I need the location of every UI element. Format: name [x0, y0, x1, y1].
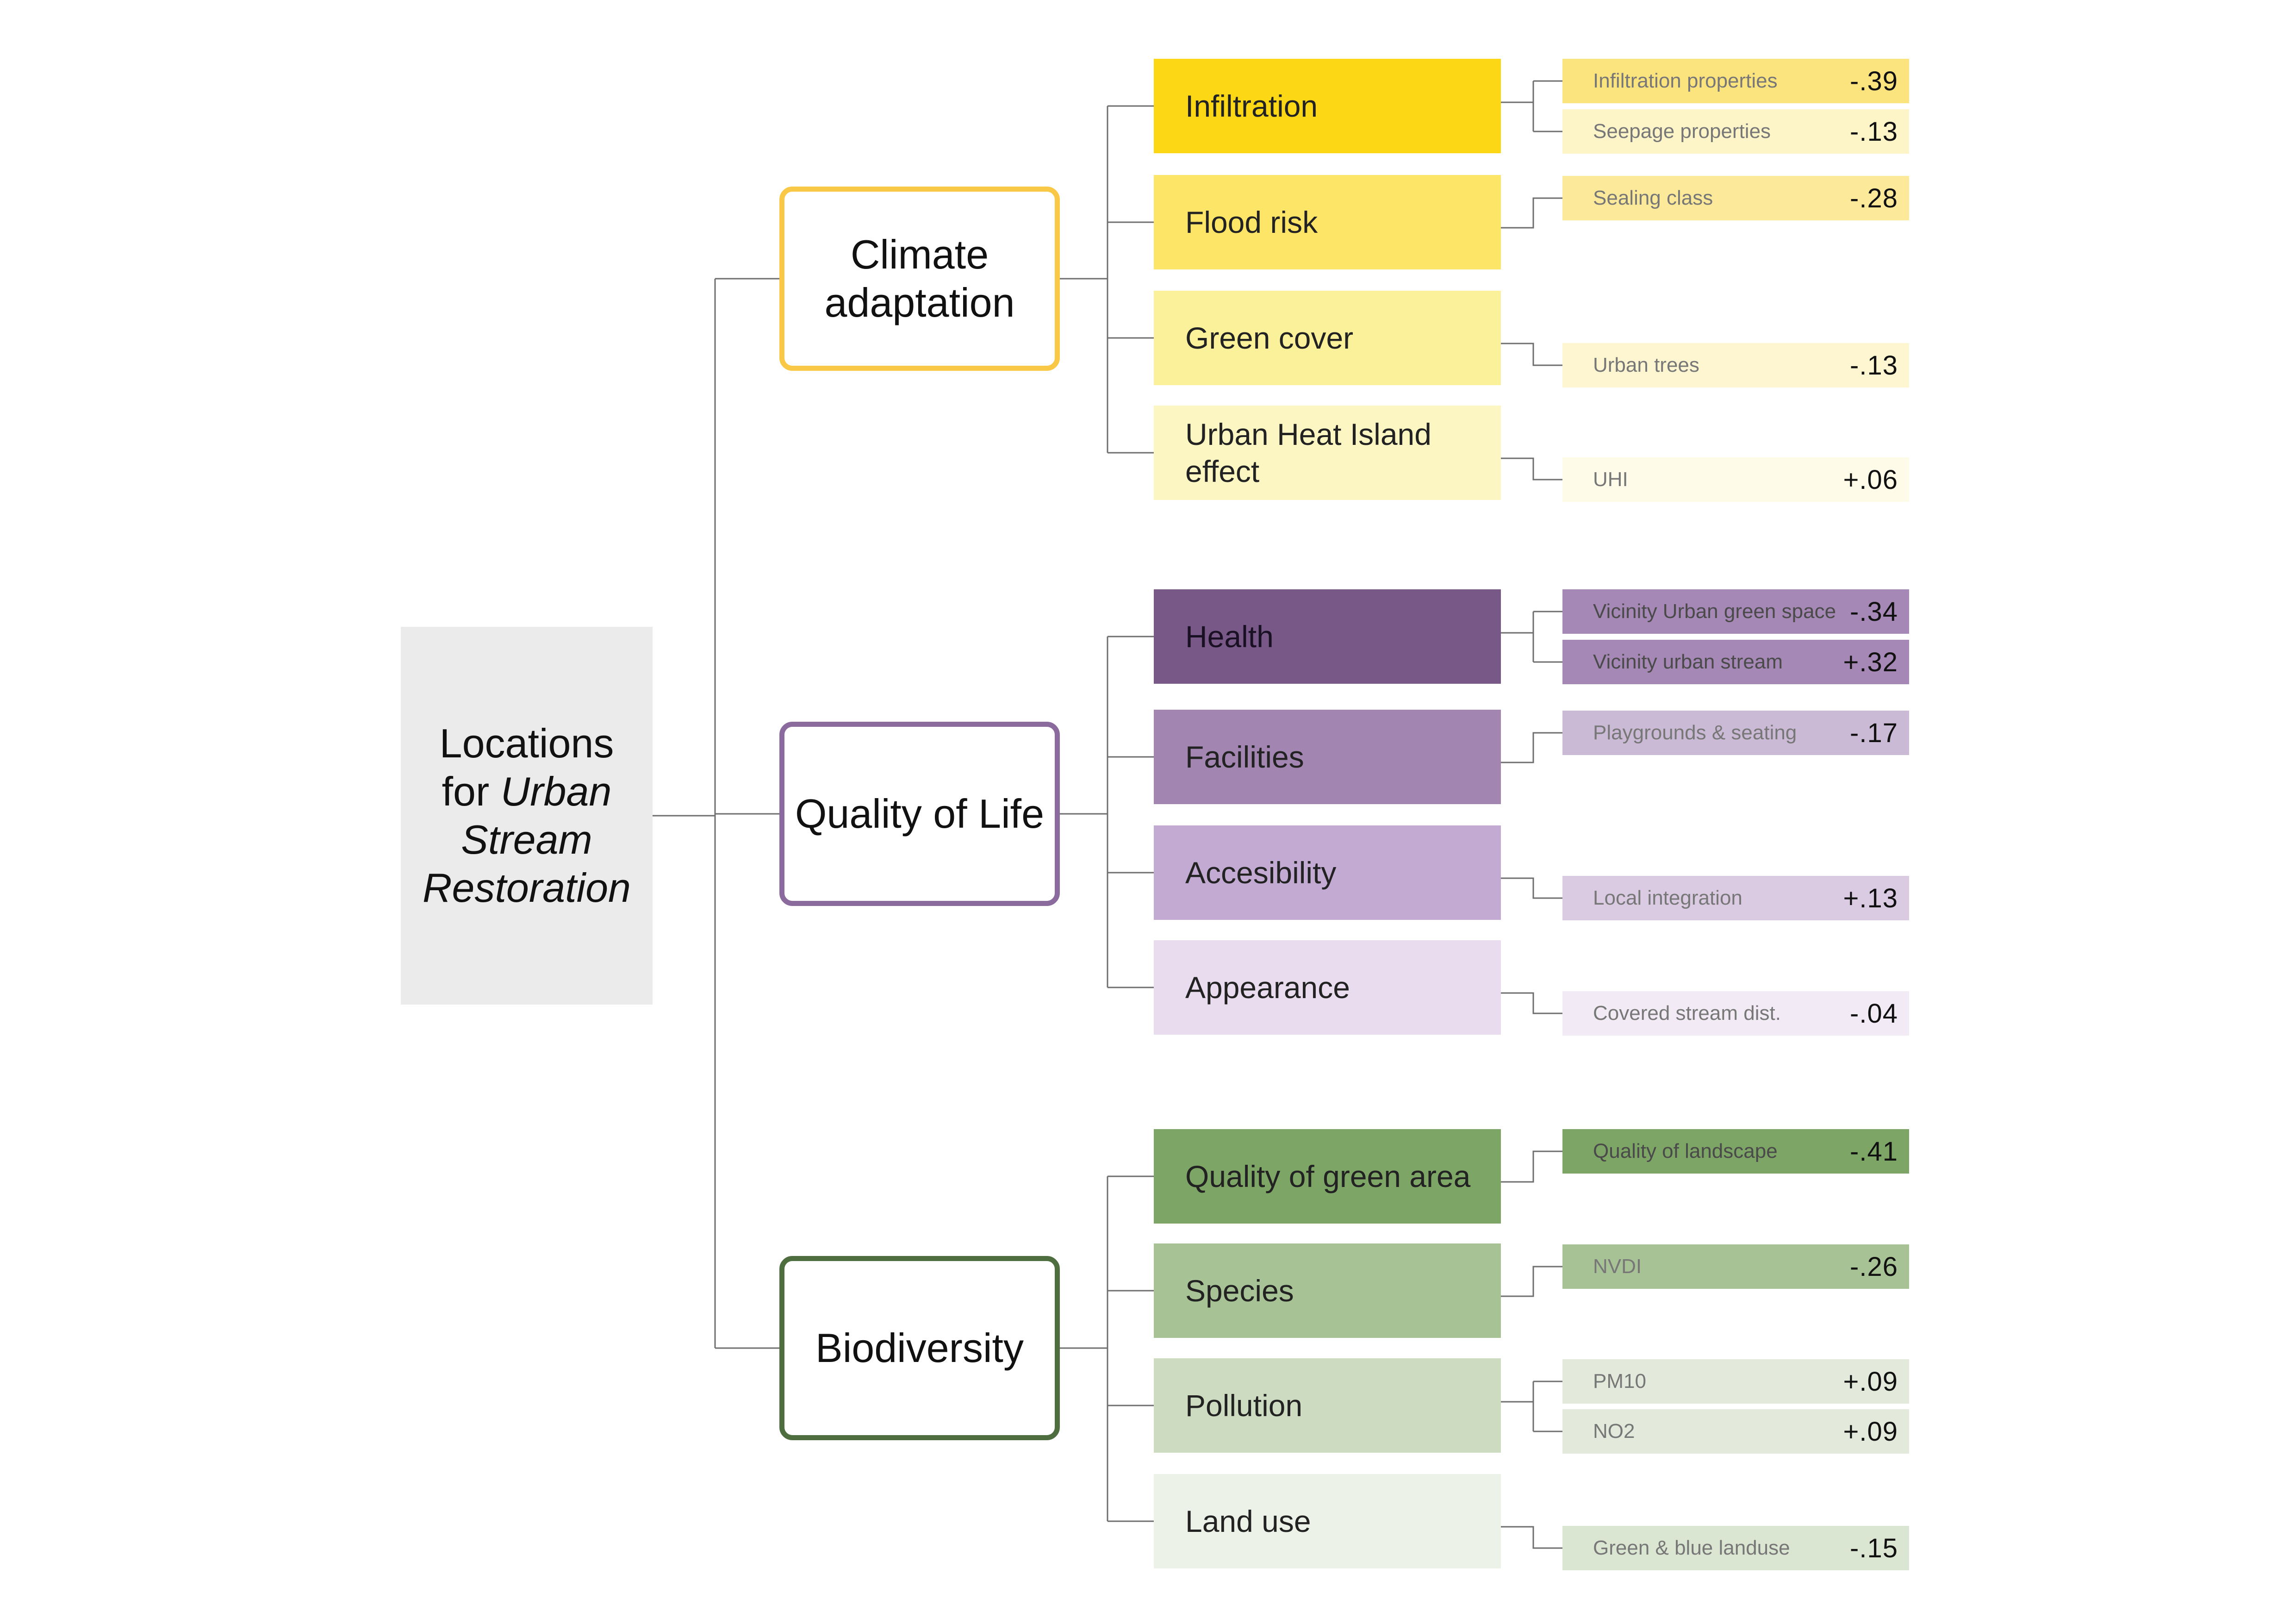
- sub-health: Health: [1154, 589, 1501, 684]
- root-line-1: Locations: [439, 720, 614, 766]
- connector-line: [1501, 457, 1562, 481]
- root-node: Locations for Urban Stream Restoration: [401, 627, 653, 1005]
- connector-line: [1501, 1150, 1562, 1183]
- indicator-quality-of-landscape: Quality of landscape-.41: [1562, 1129, 1909, 1174]
- sub-infiltration: Infiltration: [1154, 59, 1501, 153]
- indicator-green-blue-landuse: Green & blue landuse-.15: [1562, 1526, 1909, 1570]
- indicator-playgrounds-seating: Playgrounds & seating-.17: [1562, 711, 1909, 755]
- indicator-sealing-class: Sealing class-.28: [1562, 176, 1909, 220]
- indicator-infiltration-properties: Infiltration properties-.39: [1562, 59, 1909, 103]
- sub-urban-heat-island: Urban Heat Island effect: [1154, 406, 1501, 500]
- connector-line: [1501, 1266, 1562, 1297]
- connector-line: [1501, 197, 1562, 229]
- category-biodiversity: Biodiversity: [779, 1256, 1060, 1440]
- sub-species: Species: [1154, 1243, 1501, 1338]
- sub-quality-of-green-area: Quality of green area: [1154, 1129, 1501, 1224]
- indicator-urban-trees: Urban trees-.13: [1562, 343, 1909, 387]
- indicator-local-integration: Local integration+.13: [1562, 876, 1909, 920]
- indicator-vicinity-urban-stream: Vicinity urban stream+.32: [1562, 640, 1909, 684]
- connector-line: [1501, 877, 1562, 899]
- sub-green-cover: Green cover: [1154, 291, 1501, 385]
- category-climate-adaptation: Climate adaptation: [779, 187, 1060, 371]
- connector-line: [1501, 992, 1562, 1014]
- sub-flood-risk: Flood risk: [1154, 175, 1501, 269]
- sub-pollution: Pollution: [1154, 1358, 1501, 1453]
- indicator-seepage-properties: Seepage properties-.13: [1562, 109, 1909, 154]
- sub-accesibility: Accesibility: [1154, 825, 1501, 920]
- sub-land-use: Land use: [1154, 1474, 1501, 1568]
- indicator-vicinity-urban-green-space: Vicinity Urban green space-.34: [1562, 589, 1909, 634]
- root-line-4: Restoration: [422, 865, 631, 911]
- root-line-2: for Urban: [442, 768, 612, 814]
- indicator-pm10: PM10+.09: [1562, 1359, 1909, 1404]
- category-title: Biodiversity: [815, 1325, 1024, 1371]
- indicator-uhi: UHI+.06: [1562, 457, 1909, 502]
- sub-appearance: Appearance: [1154, 940, 1501, 1035]
- indicator-no2: NO2+.09: [1562, 1409, 1909, 1454]
- root-line-3: Stream: [461, 817, 592, 862]
- connector-line: [1501, 1526, 1562, 1549]
- indicator-nvdi: NVDI-.26: [1562, 1244, 1909, 1289]
- connector-line: [1501, 732, 1562, 763]
- category-title: Climate adaptation: [824, 231, 1015, 325]
- connector-line: [1501, 343, 1562, 366]
- sub-facilities: Facilities: [1154, 710, 1501, 804]
- category-title: Quality of Life: [795, 791, 1045, 837]
- category-quality-of-life: Quality of Life: [779, 722, 1060, 906]
- indicator-covered-stream-dist: Covered stream dist.-.04: [1562, 991, 1909, 1036]
